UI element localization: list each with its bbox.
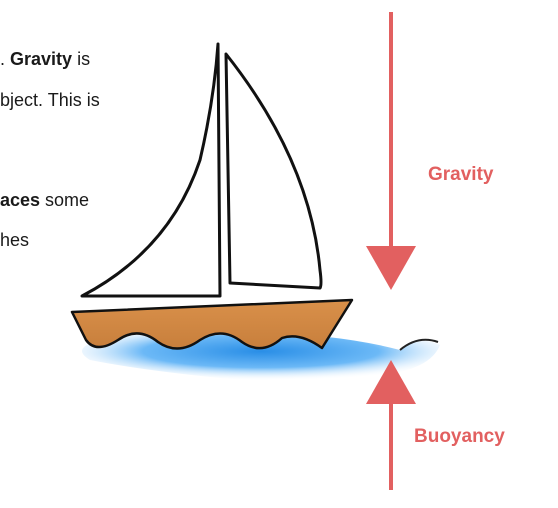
displaces-term: aces [0,190,41,210]
text-line-1-start: . [0,49,11,69]
text-line-1-end: is [72,49,91,69]
boat-hull [70,298,354,350]
text-line-3-end: some [40,190,90,210]
buoyancy-label: Buoyancy [414,426,505,447]
text-line-4: hes [0,230,30,250]
gravity-label: Gravity [428,164,494,185]
text-line-2: bject. This is [0,90,100,110]
buoyancy-arrow-icon [366,360,416,490]
gravity-arrow-icon [366,12,416,290]
text-line-3: aces some [0,189,89,211]
text-line-1: . Gravity is [0,48,90,70]
gravity-term: Gravity [10,49,73,69]
sailboat-icon [80,42,323,298]
